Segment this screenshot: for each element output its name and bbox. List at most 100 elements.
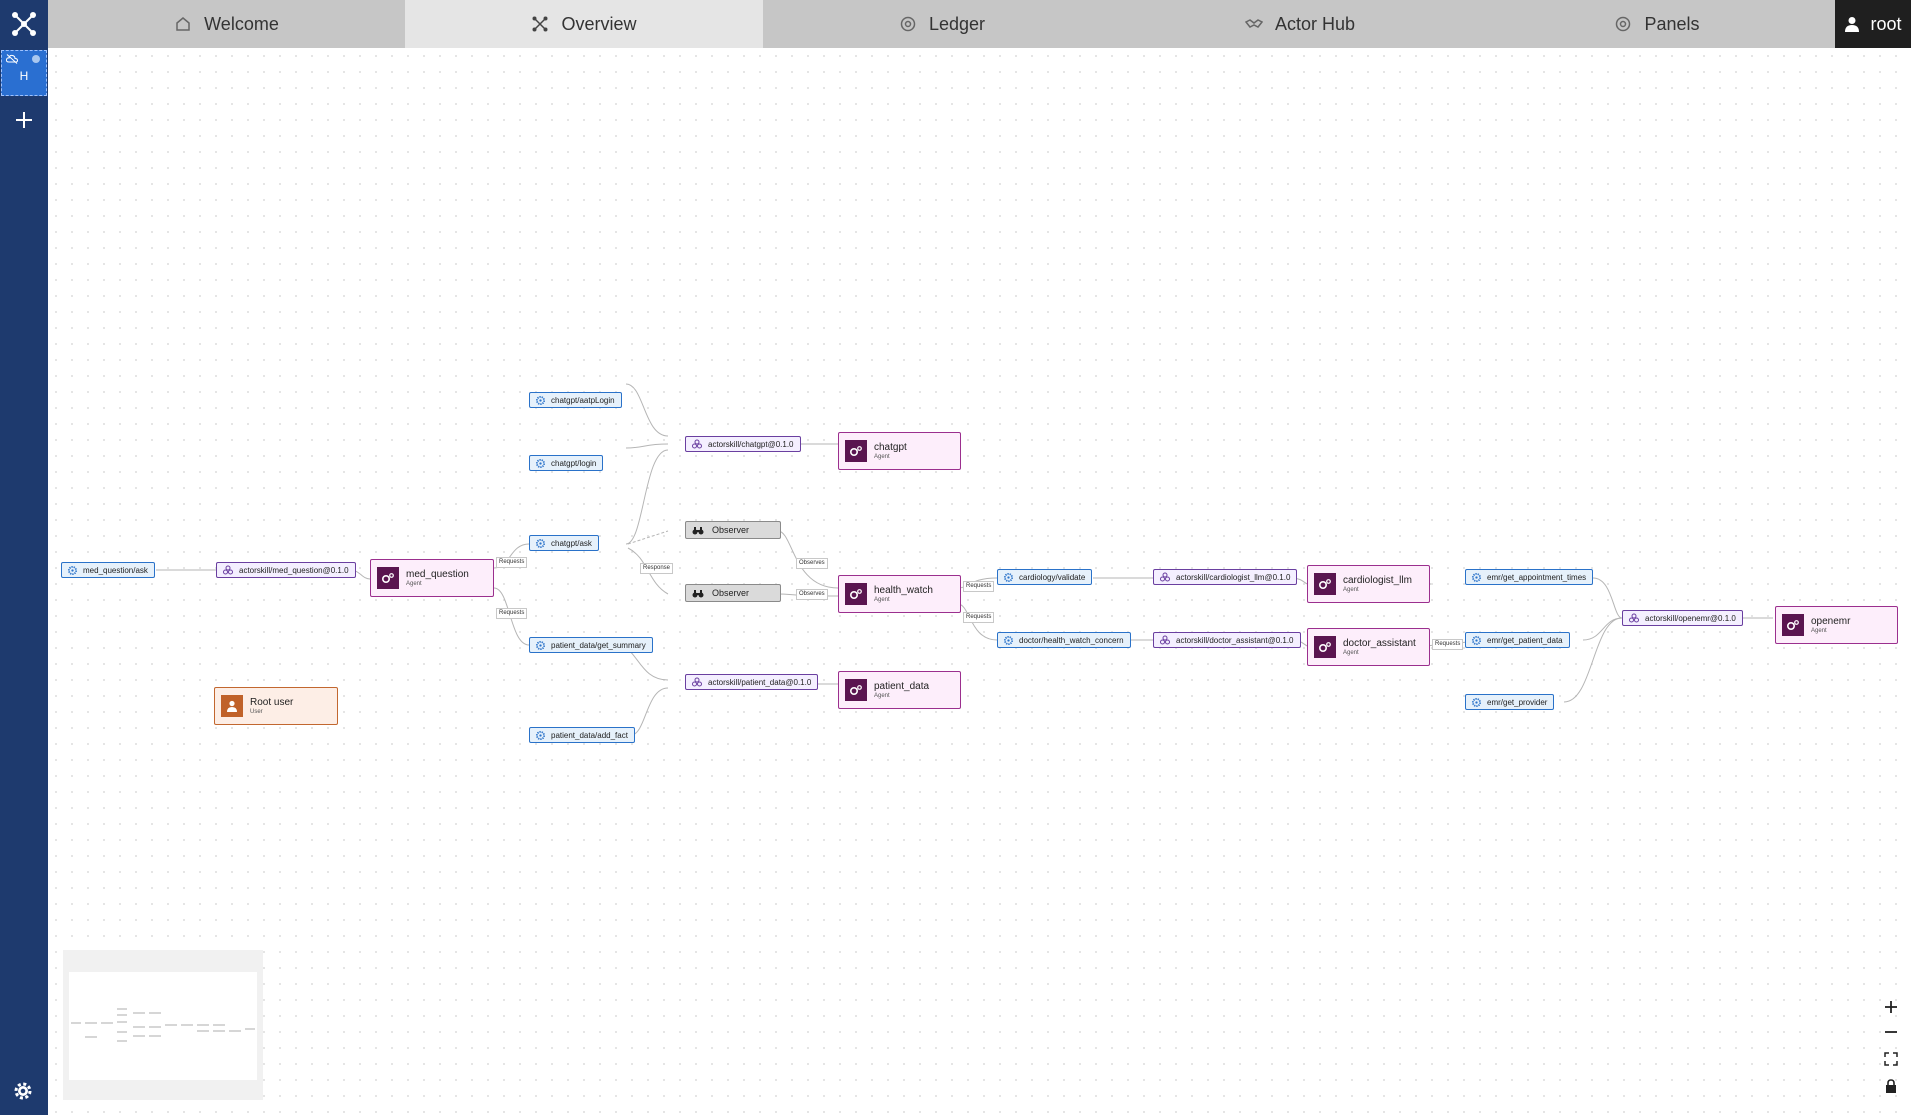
user-node-name: Root user (250, 696, 294, 708)
actorskill-label: actorskill/chatgpt@0.1.0 (708, 439, 794, 449)
skill-node-patient-data-get-summary[interactable]: patient_data/get_summary (529, 637, 653, 653)
graph-icon (532, 16, 548, 32)
agent-type: Agent (1811, 627, 1827, 634)
skill-node-emr-get-appointment-times[interactable]: emr/get_appointment_times (1465, 569, 1594, 585)
gear-icon (536, 730, 545, 740)
lock-button[interactable] (1880, 1075, 1902, 1097)
tab-overview[interactable]: Overview (405, 0, 763, 48)
actorskill-node-med-question[interactable]: actorskill/med_question@0.1.0 (216, 562, 356, 578)
skill-label: emr/get_patient_data (1487, 635, 1563, 645)
actors-icon (223, 565, 233, 575)
fit-view-button[interactable] (1880, 1048, 1902, 1070)
skill-node-chatgpt-login[interactable]: chatgpt/login (529, 455, 604, 471)
actorskill-node-doctor-assistant[interactable]: actorskill/doctor_assistant@0.1.0 (1153, 632, 1301, 648)
skill-label: patient_data/add_fact (551, 730, 628, 740)
zoom-in-icon (1885, 1001, 1897, 1013)
zoom-in-button[interactable] (1880, 996, 1902, 1018)
actorskill-node-patient-data[interactable]: actorskill/patient_data@0.1.0 (685, 674, 819, 690)
plus-icon[interactable] (12, 108, 36, 132)
minimap-viewport[interactable] (69, 972, 257, 1080)
user-menu[interactable]: root (1835, 0, 1911, 48)
zoom-out-icon (1885, 1031, 1897, 1033)
agent-type: Agent (1343, 586, 1359, 593)
sidebar: H (0, 0, 48, 1115)
edge-label-requests: Requests (496, 557, 528, 568)
network-logo-icon[interactable] (10, 10, 38, 38)
actorskill-node-openemr[interactable]: actorskill/openemr@0.1.0 (1622, 610, 1743, 626)
gear-icon (1004, 635, 1013, 645)
ledger-icon (900, 16, 916, 32)
project-button[interactable]: H (1, 50, 47, 96)
skill-node-chatgpt-ask[interactable]: chatgpt/ask (529, 535, 599, 551)
agent-type: Agent (874, 453, 890, 460)
agent-type: Agent (406, 580, 422, 587)
tab-welcome[interactable]: Welcome (48, 0, 405, 48)
gear-icon (536, 538, 545, 548)
actors-icon (1629, 613, 1639, 623)
skill-node-patient-data-add-fact[interactable]: patient_data/add_fact (529, 727, 635, 743)
agent-type: Agent (874, 692, 890, 699)
tab-label: Welcome (204, 13, 279, 34)
actorskill-label: actorskill/cardiologist_llm@0.1.0 (1176, 572, 1291, 582)
gear-icon (1004, 572, 1013, 582)
binoculars-icon (692, 589, 704, 597)
skill-label: med_question/ask (83, 565, 148, 575)
skill-node-emr-get-provider[interactable]: emr/get_provider (1465, 694, 1555, 710)
tab-ledger[interactable]: Ledger (763, 0, 1121, 48)
tab-actor-hub[interactable]: Actor Hub (1121, 0, 1479, 48)
tab-bar: Welcome Overview Ledger Actor Hub Panels… (48, 0, 1911, 48)
actors-icon (1160, 572, 1170, 582)
edge-label-response: Response (640, 563, 674, 574)
skill-node-doctor-health-watch-concern[interactable]: doctor/health_watch_concern (997, 632, 1131, 648)
edge-label-observes: Observes (796, 558, 828, 569)
agent-icon (1314, 573, 1336, 595)
observer-label: Observer (712, 588, 750, 598)
gear-icon (536, 458, 545, 468)
observer-node-2[interactable]: Observer (685, 584, 781, 602)
observer-label: Observer (712, 525, 750, 535)
actorskill-label: actorskill/openemr@0.1.0 (1645, 613, 1736, 623)
agent-name: cardiologist_llm (1343, 574, 1412, 586)
skill-label: doctor/health_watch_concern (1019, 635, 1124, 645)
gear-icon (1472, 572, 1481, 582)
agent-name: openemr (1811, 615, 1851, 627)
tab-panels[interactable]: Panels (1479, 0, 1835, 48)
skill-label: chatgpt/login (551, 458, 597, 468)
skill-node-emr-get-patient-data[interactable]: emr/get_patient_data (1465, 632, 1570, 648)
cloud-off-icon (6, 54, 18, 64)
zoom-out-button[interactable] (1880, 1021, 1902, 1043)
skill-node-cardiology-validate[interactable]: cardiology/validate (997, 569, 1093, 585)
actorskill-node-chatgpt[interactable]: actorskill/chatgpt@0.1.0 (685, 436, 801, 452)
skill-node-chatgpt-aatplogin[interactable]: chatgpt/aatpLogin (529, 392, 622, 408)
agent-name: patient_data (874, 680, 930, 692)
tab-label: Panels (1644, 13, 1700, 34)
skill-node-med-question-ask[interactable]: med_question/ask (61, 562, 155, 578)
agent-icon (845, 440, 867, 462)
minimap[interactable] (63, 950, 263, 1100)
skill-label: chatgpt/aatpLogin (551, 395, 615, 405)
agent-type: Agent (1343, 649, 1359, 656)
tab-label: Actor Hub (1274, 13, 1356, 34)
home-icon (176, 17, 190, 31)
user-icon (221, 695, 243, 717)
skill-label: cardiology/validate (1019, 572, 1086, 582)
graph-canvas[interactable]: med_question/ask chatgpt/aatpLogin chatg… (48, 48, 1911, 1115)
tab-label: Overview (561, 13, 637, 34)
user-icon (1845, 17, 1860, 32)
panels-icon (1616, 16, 1631, 32)
gear-icon[interactable] (12, 1080, 34, 1102)
observer-node-1[interactable]: Observer (685, 521, 781, 539)
actorskill-node-cardiologist-llm[interactable]: actorskill/cardiologist_llm@0.1.0 (1153, 569, 1298, 585)
gear-icon (1472, 635, 1481, 645)
edge-label-requests: Requests (1432, 639, 1464, 650)
lock-icon (1886, 1079, 1896, 1093)
actorskill-label: actorskill/med_question@0.1.0 (239, 565, 349, 575)
